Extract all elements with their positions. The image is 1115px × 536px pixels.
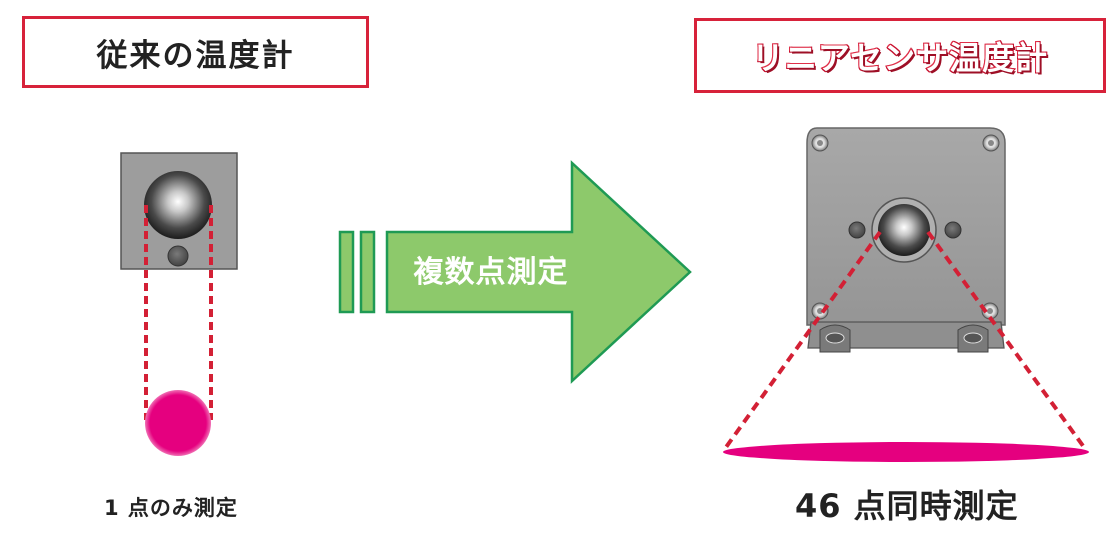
conventional-thermometer-title-box: 従来の温度計 bbox=[22, 16, 369, 88]
conventional-sensor-lens bbox=[144, 171, 212, 239]
progress-arrow: 複数点測定 bbox=[338, 160, 692, 384]
conventional-caption: 1 点のみ測定 bbox=[104, 496, 238, 520]
linear-sensor-caption: 46 点同時測定 bbox=[795, 487, 1019, 525]
arrow-label: 複数点測定 bbox=[414, 255, 569, 290]
arrow-tail-stripe-1 bbox=[338, 230, 355, 314]
linear-sensor-thermometer-title: リニアセンサ温度計 bbox=[751, 38, 1049, 78]
screw-icon bbox=[811, 134, 829, 152]
screw-icon bbox=[981, 302, 999, 320]
conventional-sensor-hole bbox=[167, 245, 189, 267]
arrow-tail-stripe-2 bbox=[359, 230, 376, 314]
line-measurement-area bbox=[723, 442, 1089, 462]
conventional-thermometer-title: 従来の温度計 bbox=[96, 37, 295, 74]
arrow-body bbox=[385, 160, 692, 384]
conventional-sensor bbox=[120, 152, 238, 270]
screw-icon bbox=[982, 134, 1000, 152]
linear-sensor-thermometer-title-box: リニアセンサ温度計 bbox=[694, 18, 1106, 93]
linear-sensor bbox=[806, 127, 1006, 353]
single-point-beam bbox=[144, 205, 213, 420]
linear-sensor-lens bbox=[878, 204, 930, 256]
single-measurement-spot bbox=[145, 390, 211, 456]
linear-sensor-hole-left bbox=[848, 221, 866, 239]
linear-sensor-hole-right bbox=[944, 221, 962, 239]
linear-sensor-flange bbox=[807, 321, 1005, 349]
